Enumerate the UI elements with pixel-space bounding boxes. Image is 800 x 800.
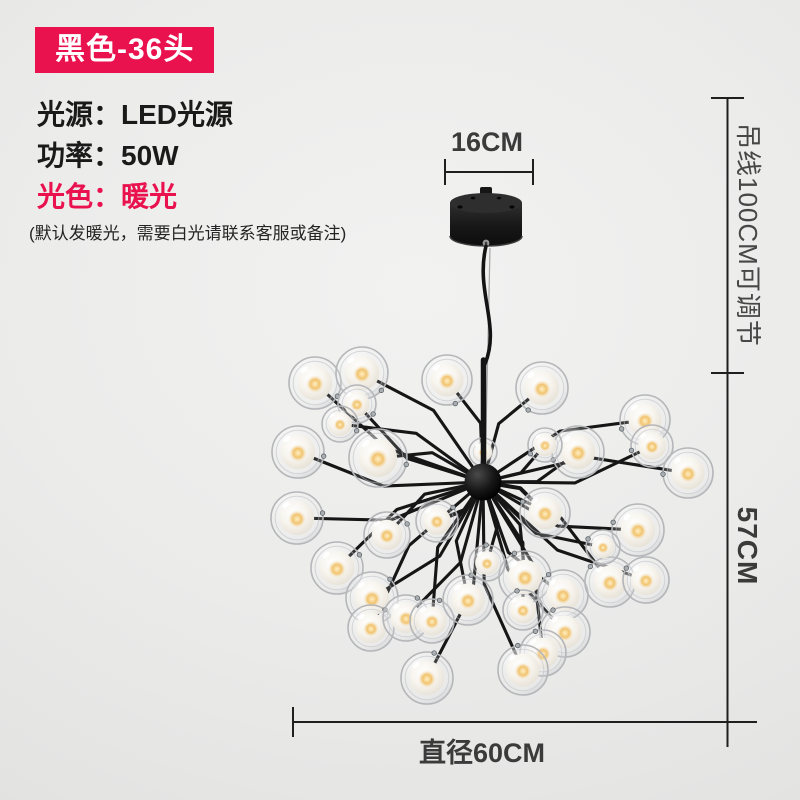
bulb-ferrule <box>403 461 409 468</box>
branch-rod <box>481 418 647 484</box>
glass-bulb <box>348 428 409 488</box>
glass-bulb <box>468 542 506 582</box>
bulb-ferrule <box>378 387 384 394</box>
bulb-ferrule <box>387 576 393 582</box>
glass-bulb <box>515 361 569 415</box>
glass-bulb <box>270 491 326 545</box>
bulb-ferrule <box>321 453 327 459</box>
bulb-ferrule <box>354 428 360 434</box>
ceiling-canopy <box>449 187 523 247</box>
bulb-ferrule <box>483 542 489 548</box>
variant-badge: 黑色-36头 <box>35 27 215 73</box>
glass-bulb <box>537 569 589 621</box>
glass-bulb <box>363 511 411 559</box>
dim-label-diameter: 直径60CM <box>418 738 546 768</box>
glass-bulb <box>321 405 360 443</box>
bulb-ferrule <box>527 451 534 457</box>
glass-bulb <box>550 425 605 479</box>
center-hub <box>464 463 502 501</box>
bulb-ferrule <box>519 499 526 505</box>
glass-bulb <box>585 529 621 565</box>
glass-bulb <box>421 354 473 407</box>
spec-label: 功率： <box>37 140 122 171</box>
dim-label-wire-length: 吊线100CM可调节 <box>733 123 763 347</box>
glass-bulb <box>271 425 327 479</box>
branch-rod <box>335 480 485 570</box>
spec-light-source: 光源：LED光源 <box>37 94 233 135</box>
spec-list: 光源：LED光源 功率：50W 光色：暖光 <box>37 94 233 217</box>
bulb-ferrule <box>404 521 410 527</box>
glass-bulb <box>502 588 544 631</box>
bulb-ferrule <box>585 536 591 542</box>
spec-note: (默认发暖光，需要白光请联系客服或备注) <box>29 224 347 243</box>
bulb-ferrule <box>628 447 635 454</box>
bulb-ferrule <box>619 426 625 432</box>
bulb-ferrule <box>532 628 539 634</box>
spec-value: 暖光 <box>121 181 178 212</box>
bulb-ferrule <box>545 571 552 578</box>
bulb-ferrule <box>370 411 376 417</box>
bulb-ferrule <box>660 471 666 477</box>
dim-label-canopy-width: 16CM <box>450 127 524 157</box>
bulb-ferrule <box>356 552 363 558</box>
bulb-ferrule <box>587 563 594 570</box>
glass-bulb <box>288 356 342 410</box>
glass-bulb <box>660 447 714 499</box>
bulb-ferrule <box>550 607 556 613</box>
glass-bulb <box>400 650 454 705</box>
glass-bulb <box>310 541 364 595</box>
spec-power: 功率：50W <box>37 135 233 176</box>
bulb-ferrule <box>452 400 458 407</box>
glass-bulb <box>519 487 571 539</box>
branch-rod <box>430 480 485 623</box>
power-cord <box>481 244 493 366</box>
bulb-ferrule <box>514 588 520 594</box>
glass-bulb <box>610 503 665 557</box>
branch-rod <box>338 422 485 484</box>
bulb-ferrule <box>511 550 518 556</box>
bulb-ferrule <box>623 565 629 571</box>
spec-label: 光色： <box>37 181 122 212</box>
bulb-ferrule <box>610 519 616 525</box>
glass-bulb <box>628 424 674 468</box>
spec-label: 光源： <box>37 99 122 130</box>
branch-rod <box>360 371 485 484</box>
dimension-lines <box>292 97 757 747</box>
spec-value: LED光源 <box>121 99 234 130</box>
glass-bulb <box>527 427 563 463</box>
dim-label-lamp-height: 57CM <box>732 506 763 586</box>
bulb-ferrule <box>515 642 521 649</box>
glass-bulb <box>584 556 636 608</box>
bulb-ferrule <box>414 595 420 601</box>
glass-bulb <box>622 556 670 604</box>
bulb-ferrule <box>450 504 456 511</box>
glass-bulb <box>415 499 459 543</box>
glass-bulb <box>442 572 494 626</box>
spec-value: 50W <box>121 140 179 171</box>
spec-light-color: 光色：暖光 <box>37 176 233 217</box>
bulb-ferrule <box>431 650 437 656</box>
bulb-ferrule <box>436 597 443 603</box>
glass-bulbs <box>270 346 714 705</box>
branch-rod <box>481 444 654 485</box>
glass-bulb <box>409 597 455 644</box>
bulb-ferrule <box>525 407 531 413</box>
bulb-ferrule <box>319 510 326 516</box>
glass-bulb <box>497 642 549 696</box>
